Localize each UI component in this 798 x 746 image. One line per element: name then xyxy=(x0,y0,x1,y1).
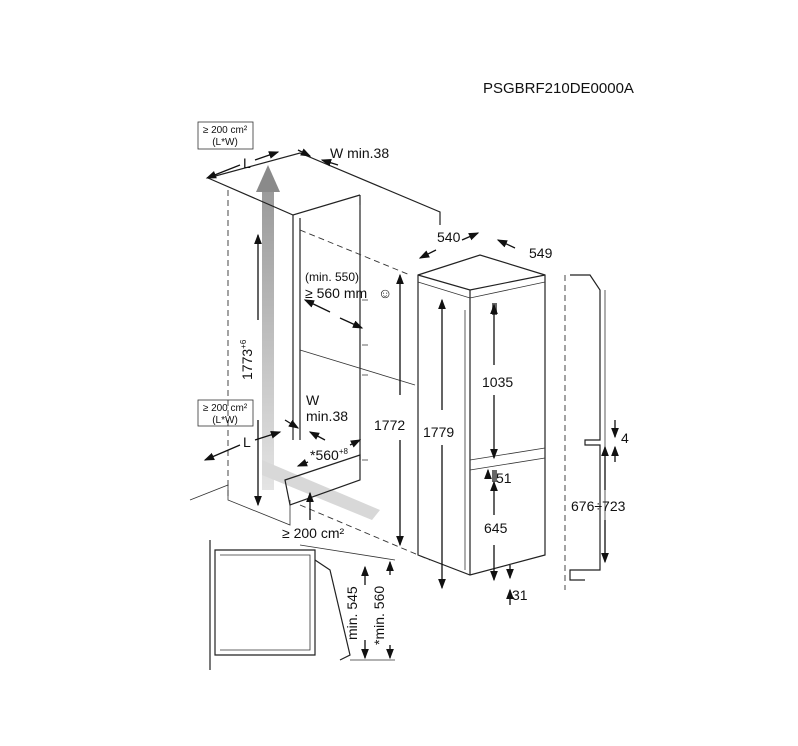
side-range: 676÷723 xyxy=(571,498,626,514)
upper-door-height: 1035 xyxy=(482,374,513,390)
height-1779: 1779 xyxy=(423,424,454,440)
niche-depth-min-note: (min. 550) xyxy=(305,270,359,284)
door-min-545: min. 545 xyxy=(344,586,360,640)
bottom-vent-area: ≥ 200 cm² xyxy=(203,403,248,414)
appliance-drawing xyxy=(417,254,546,576)
appliance-depth: 549 xyxy=(529,245,553,261)
top-vent-length-label: L xyxy=(243,155,251,171)
bottom-vent-formula: (L*W) xyxy=(212,415,238,426)
niche-width: *560+8 xyxy=(310,447,348,463)
side-offset: 4 xyxy=(621,430,629,446)
niche-cabinet xyxy=(189,152,441,561)
top-vent-area: ≥ 200 cm² xyxy=(203,125,248,136)
top-vent-width-label: W min.38 xyxy=(330,145,389,161)
niche-height: 1773+6 xyxy=(239,339,255,380)
model-code: PSGBRF210DE0000A xyxy=(483,80,634,97)
bottom-vent-box xyxy=(197,399,254,427)
door-section-drawing xyxy=(209,540,396,670)
bottom-vent-width-w: W xyxy=(306,392,320,408)
top-vent-formula: (L*W) xyxy=(212,137,238,148)
plinth-vent-area: ≥ 200 cm² xyxy=(282,525,344,541)
airflow-arrow xyxy=(256,165,380,520)
niche-depth-value: ≥ 560 mm xyxy=(305,285,367,301)
appliance-width: 540 xyxy=(437,229,461,245)
bottom-vent-length-label: L xyxy=(243,434,251,450)
door-gap: 51 xyxy=(496,470,512,486)
smiley-icon: ☺ xyxy=(378,285,392,301)
bottom-clearance: 31 xyxy=(512,587,528,603)
side-view-drawing xyxy=(564,274,606,590)
top-vent-box xyxy=(197,121,254,150)
lower-door-height: 645 xyxy=(484,520,508,536)
door-min-560: *min. 560 xyxy=(371,586,387,645)
bottom-vent-width-min: min.38 xyxy=(306,408,348,424)
height-1772: 1772 xyxy=(374,417,405,433)
